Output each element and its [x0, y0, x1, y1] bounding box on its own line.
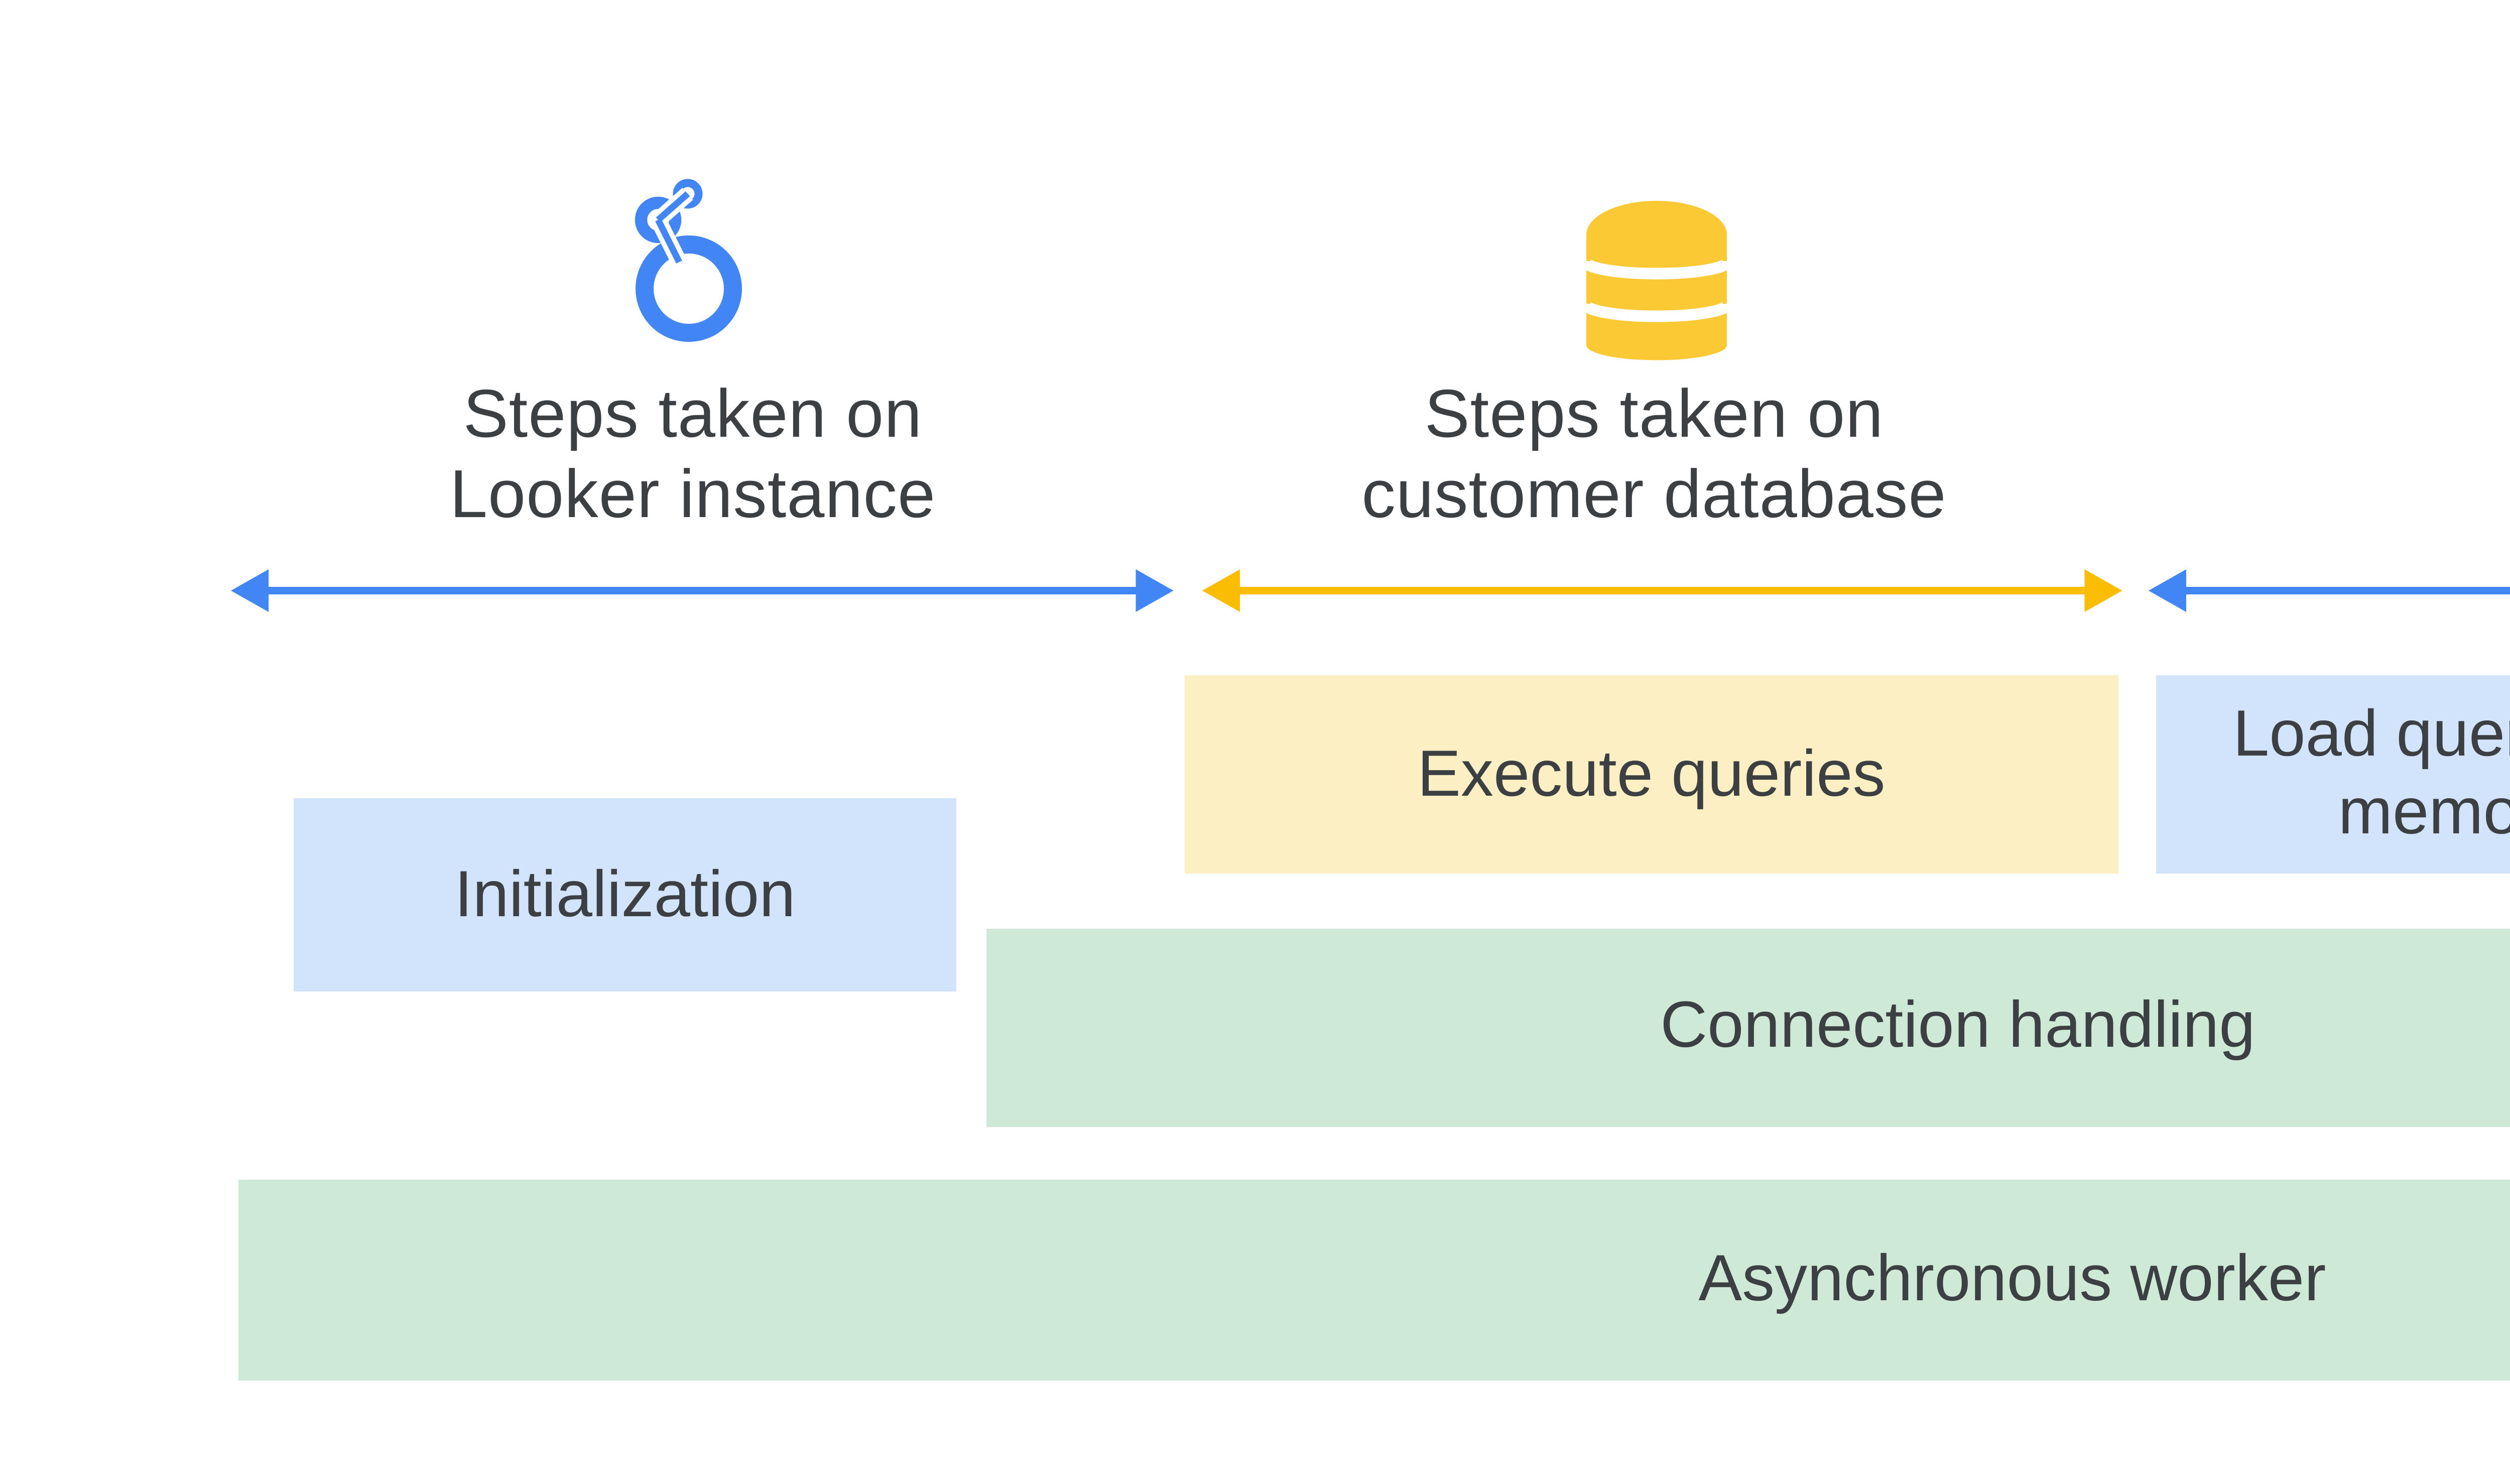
database-separator: [1587, 301, 1728, 322]
heading-line1: Steps taken on: [1424, 377, 1884, 452]
heading-line1: Steps taken on: [2499, 377, 2510, 456]
database-separator: [1587, 259, 1728, 280]
arrow-database-range: [1202, 569, 2122, 612]
heading-line2: customer database: [1361, 455, 1947, 531]
looker-icon: [635, 179, 742, 342]
looker-chain-link: [656, 191, 690, 222]
connection-handling-box: Connection handling: [986, 927, 2510, 1126]
asynchronous-worker-box: Asynchronous worker: [237, 1179, 2510, 1381]
arrow-looker-right-range: [2148, 569, 2510, 612]
initialization-label: Initialization: [454, 855, 796, 931]
execute-queries-label: Execute queries: [1417, 735, 1886, 811]
heading-looker-left: Steps taken on Looker instance: [216, 377, 1170, 535]
load-queries-in-memory-box: Load queries in memory: [2156, 676, 2510, 873]
heading-line2: Looker instance: [2499, 456, 2510, 535]
asynchronous-worker-label: Asynchronous worker: [1698, 1241, 2326, 1316]
connection-handling-label: Connection handling: [1660, 987, 2255, 1063]
arrow-looker-left-range: [231, 569, 1174, 612]
looker-chain-link: [655, 218, 682, 264]
database-cylinder: [1587, 201, 1728, 360]
heading-line1: Steps taken on: [463, 377, 923, 452]
heading-line2: Looker instance: [449, 455, 936, 531]
database-icon: [1587, 201, 1728, 360]
load-queries-label: Load queries in memory: [2232, 696, 2510, 850]
initialization-box: Initialization: [294, 798, 956, 992]
heading-customer-database: Steps taken on customer database: [1177, 377, 2131, 535]
heading-looker-right: Steps taken on Looker instance: [2499, 377, 2510, 535]
execute-queries-box: Execute queries: [1185, 676, 2117, 873]
looker-big-ring: [635, 235, 742, 342]
